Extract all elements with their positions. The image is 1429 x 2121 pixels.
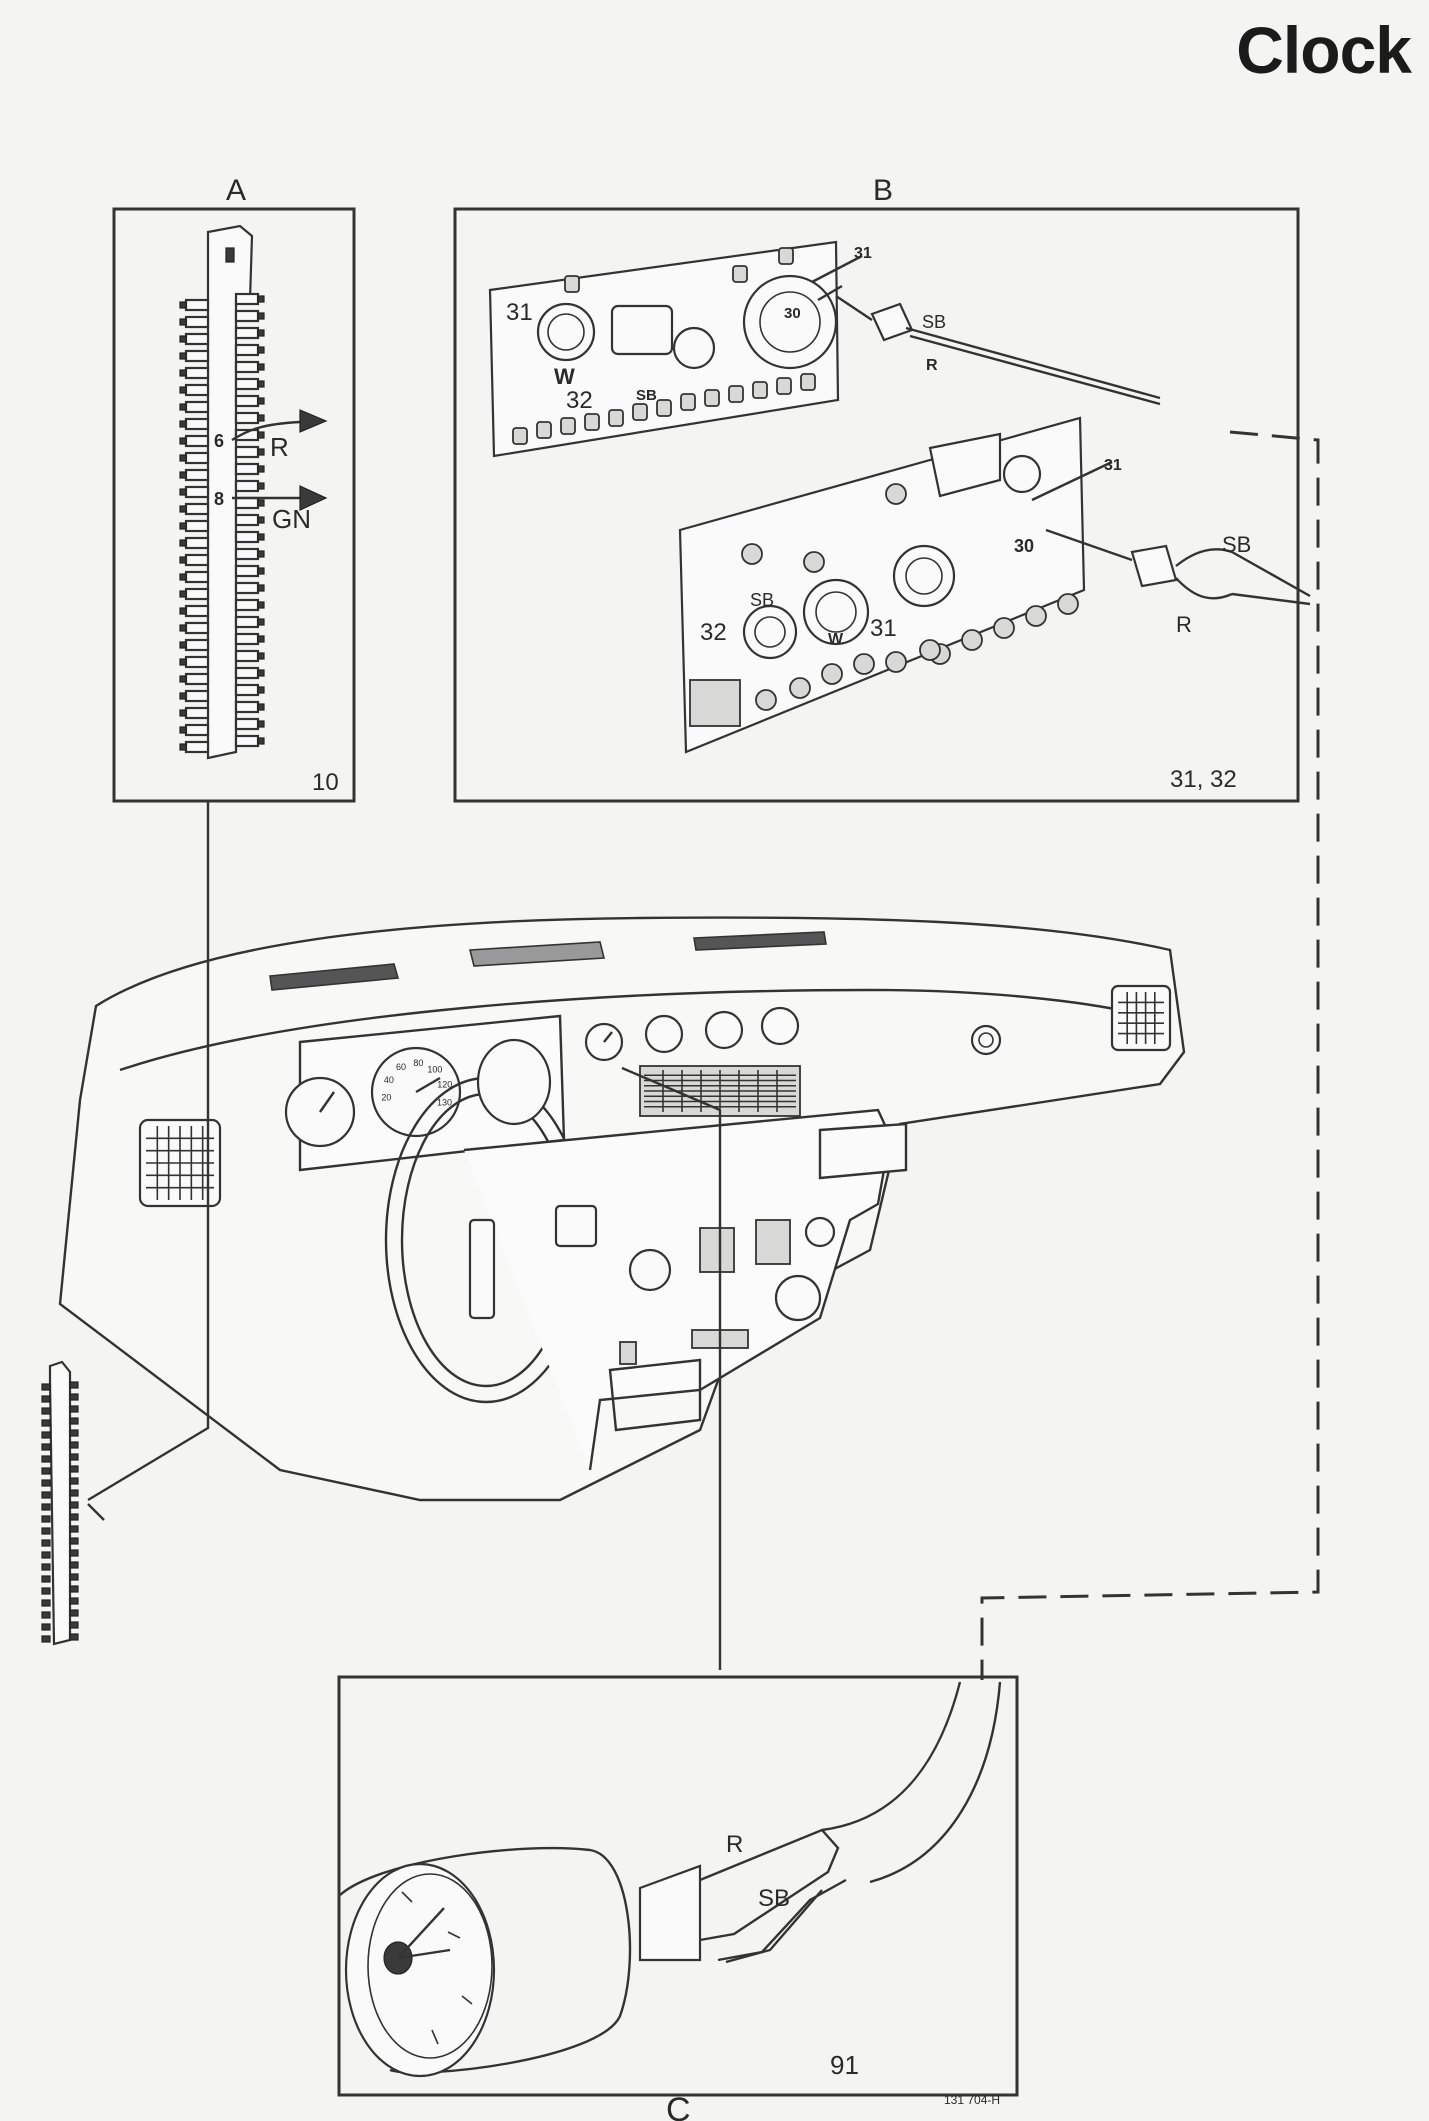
panel-c-frame xyxy=(337,1675,1019,2097)
label-b2-sb2: SB xyxy=(1222,532,1251,557)
wire-arrow-r xyxy=(231,409,328,442)
connector-strip-insitu xyxy=(41,1360,105,1646)
panel-b-number: 31, 32 xyxy=(1170,766,1237,793)
clock-unit xyxy=(339,1681,1002,2078)
connector-strip-a xyxy=(179,224,265,760)
label-b2-30: 30 xyxy=(1014,536,1034,556)
label-b2-w: W xyxy=(828,631,844,648)
panel-c-letter: C xyxy=(666,2091,691,2121)
panel-b-letter: B xyxy=(873,174,893,207)
label-b2-sb: SB xyxy=(750,590,774,610)
label-b2-31b: 31 xyxy=(870,615,897,642)
figure-code: 131 704-H xyxy=(944,2093,1000,2107)
label-c-sb: SB xyxy=(758,1885,790,1912)
leader-a xyxy=(87,801,210,1502)
label-b1-r: R xyxy=(926,357,938,374)
label-b1-w: W xyxy=(554,364,575,389)
label-b2-r: R xyxy=(1176,612,1192,637)
label-b1-32: 32 xyxy=(566,387,593,414)
label-a-wire-gn: GN xyxy=(272,504,311,534)
label-b1-30: 30 xyxy=(784,305,801,322)
speedometer-tick-label: 20 xyxy=(381,1093,391,1103)
circuit-board-upper xyxy=(488,240,863,458)
speedometer-tick-label: 40 xyxy=(384,1075,394,1085)
panel-a-frame xyxy=(112,207,356,803)
label-b1-31: 31 xyxy=(506,299,533,326)
plug-b2 xyxy=(1045,528,1311,606)
label-b1-sb: SB xyxy=(636,387,657,404)
speedometer-tick-label: 120 xyxy=(437,1080,452,1090)
label-b2-32: 32 xyxy=(700,619,727,646)
label-c-r: R xyxy=(726,1831,743,1858)
page-title: Clock xyxy=(1236,13,1412,87)
panel-c-number: 91 xyxy=(830,2050,859,2080)
dashed-harness xyxy=(980,430,1320,1680)
speedometer-tick-label: 60 xyxy=(396,1062,406,1072)
speedometer-tick-label: 100 xyxy=(427,1065,442,1075)
panel-a-number: 10 xyxy=(312,769,339,796)
label-b1-31b: 31 xyxy=(854,245,872,262)
leader-c-arrow xyxy=(621,1066,721,1112)
plug-b1 xyxy=(835,295,1161,406)
panel-b-frame xyxy=(453,207,1300,803)
label-b1-sb2: SB xyxy=(922,312,946,332)
circuit-board-lower xyxy=(678,416,1113,754)
label-a-wire-r: R xyxy=(270,432,289,462)
wire-arrow-gn xyxy=(232,485,328,511)
label-b2-31: 31 xyxy=(1104,457,1122,474)
speedometer-tick-label: 130 xyxy=(437,1097,452,1107)
speedometer-tick-label: 80 xyxy=(413,1058,423,1068)
panel-a-letter: A xyxy=(226,174,246,207)
label-a-pin8: 8 xyxy=(214,489,224,509)
label-a-pin6: 6 xyxy=(214,431,224,451)
